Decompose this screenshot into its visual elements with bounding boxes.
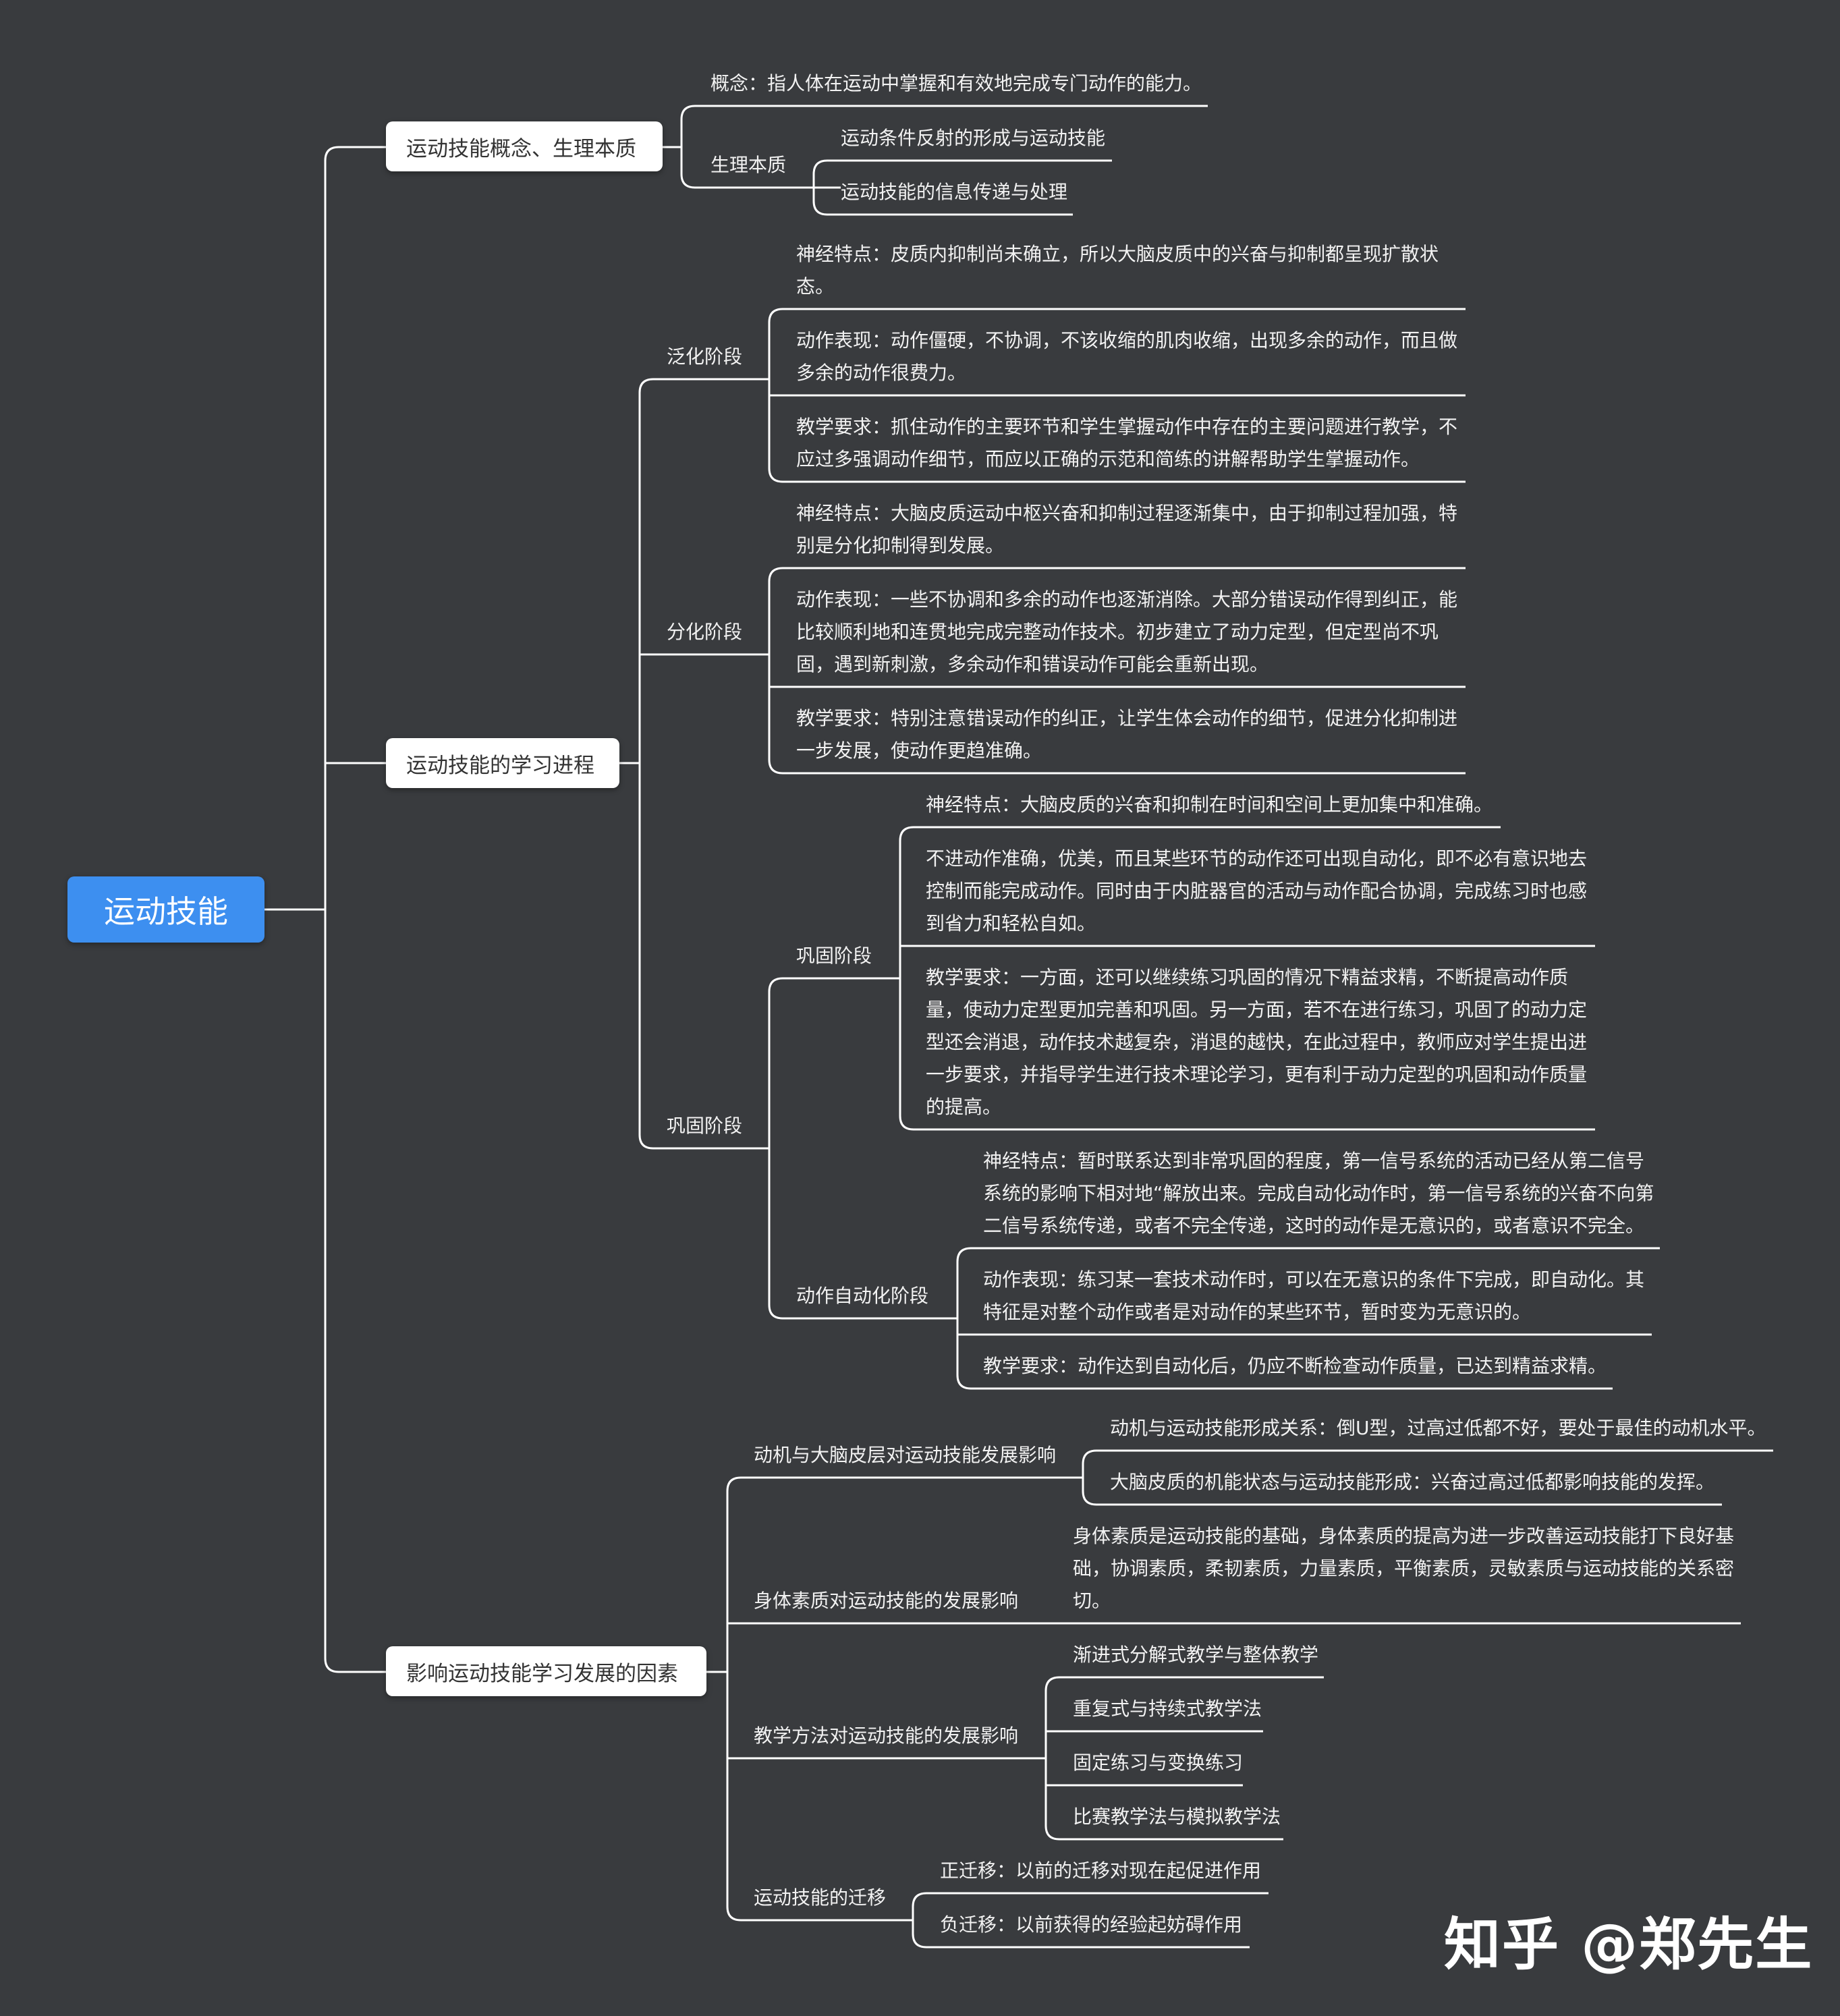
physical-text: 身体素质是运动技能的基础，身体素质的提高为进一步改善运动技能打下良好基础，协调素… bbox=[1073, 1525, 1735, 1612]
root-branch bbox=[324, 146, 386, 1673]
automation-neuro-text: 神经特点：暂时联系达到非常巩固的程度，第一信号系统的活动已经从第二信号系统的影响… bbox=[983, 1150, 1654, 1237]
automation-teach-text: 教学要求：动作达到自动化后，仍应不断检查动作质量，已达到精益求精。 bbox=[983, 1355, 1607, 1377]
stage3-branch bbox=[768, 977, 796, 1320]
stage1-teach-text: 教学要求：抓住动作的主要环节和学生掌握动作中存在的主要问题进行教学，不应过多强调… bbox=[796, 416, 1458, 470]
consolidation-sub-label: 巩固阶段 bbox=[796, 945, 872, 967]
stage-generalization-label: 泛化阶段 bbox=[667, 345, 743, 368]
method-item-1: 渐进式分解式教学与整体教学 bbox=[1073, 1644, 1319, 1666]
stage1-action-text: 动作表现：动作僵硬，不协调，不该收缩的肌肉收缩，出现多余的动作，而且做多余的动作… bbox=[796, 329, 1458, 384]
zhihu-watermark: 知乎 @郑先生 bbox=[1444, 1911, 1814, 1978]
physio-item-1: 运动条件反射的形成与运动技能 bbox=[841, 127, 1106, 149]
consolidation-neuro-text: 神经特点：大脑皮质的兴奋和抑制在时间和空间上更加集中和准确。 bbox=[926, 793, 1493, 816]
method-item-4: 比赛教学法与模拟教学法 bbox=[1073, 1805, 1281, 1828]
stage-differentiation-label: 分化阶段 bbox=[667, 621, 743, 643]
motivation-item-1: 动机与运动技能形成关系：倒U型，过高过低都不好，要处于最佳的动机水平。 bbox=[1110, 1417, 1766, 1439]
factor-physical-label: 身体素质对运动技能的发展影响 bbox=[754, 1590, 1019, 1612]
stage2-neuro-text: 神经特点：大脑皮质运动中枢兴奋和抑制过程逐渐集中，由于抑制过程加强，特别是分化抑… bbox=[796, 502, 1458, 557]
physio-label: 生理本质 bbox=[710, 154, 787, 176]
transfer-item-2: 负迁移：以前获得的经验起妨碍作用 bbox=[940, 1913, 1243, 1936]
transfer-item-1: 正迁移：以前的迁移对现在起促进作用 bbox=[940, 1859, 1262, 1882]
stage2-action-text: 动作表现：一些不协调和多余的动作也逐渐消除。大部分错误动作得到纠正，能比较顺利地… bbox=[796, 588, 1458, 675]
sub1-branch bbox=[899, 826, 926, 1131]
f1-branch bbox=[1082, 1449, 1110, 1506]
stage2-teach-text: 教学要求：特别注意错误动作的纠正，让学生体会动作的细节，促进分化抑制进一步发展，… bbox=[796, 707, 1458, 762]
sec1-branch bbox=[680, 105, 841, 189]
factor-method-label: 教学方法对运动技能的发展影响 bbox=[754, 1725, 1019, 1747]
stage-consolidation-label: 巩固阶段 bbox=[667, 1115, 743, 1137]
factor-transfer-label: 运动技能的迁移 bbox=[754, 1886, 887, 1909]
factor-motivation-label: 动机与大脑皮层对运动技能发展影响 bbox=[754, 1444, 1057, 1466]
stage1-neuro-text: 神经特点：皮质内抑制尚未确立，所以大脑皮质中的兴奋与抑制都呈现扩散状态。 bbox=[796, 243, 1439, 298]
automation-action-text: 动作表现：练习某一套技术动作时，可以在无意识的条件下完成，即自动化。其特征是对整… bbox=[983, 1268, 1645, 1323]
f3-branch bbox=[1044, 1676, 1073, 1841]
motivation-item-2: 大脑皮质的机能状态与运动技能形成：兴奋过高过低都影响技能的发挥。 bbox=[1110, 1471, 1715, 1493]
section-concept-node[interactable]: 运动技能概念、生理本质 bbox=[386, 121, 663, 171]
physio-item-2: 运动技能的信息传递与处理 bbox=[841, 181, 1068, 203]
stage2-branch bbox=[768, 567, 796, 775]
method-item-2: 重复式与持续式教学法 bbox=[1073, 1698, 1262, 1720]
sub2-branch bbox=[956, 1247, 983, 1390]
sec2-branch bbox=[638, 378, 667, 1150]
automation-sub-label: 动作自动化阶段 bbox=[796, 1285, 929, 1307]
physio-branch bbox=[812, 159, 841, 216]
concept-text: 概念：指人体在运动中掌握和有效地完成专门动作的能力。 bbox=[710, 72, 1202, 94]
section-learning-node[interactable]: 运动技能的学习进程 bbox=[386, 738, 619, 788]
section-factors-node[interactable]: 影响运动技能学习发展的因素 bbox=[386, 1646, 706, 1696]
consolidation-teach-text: 教学要求：一方面，还可以继续练习巩固的情况下精益求精，不断提高动作质量，使动力定… bbox=[926, 966, 1588, 1118]
sec3-branch bbox=[726, 1476, 754, 1922]
consolidation-action-text: 不进动作准确，优美，而且某些环节的动作还可出现自动化，即不必有意识地去控制而能完… bbox=[926, 847, 1588, 934]
root-node[interactable]: 运动技能 bbox=[67, 876, 264, 943]
method-item-3: 固定练习与变换练习 bbox=[1073, 1752, 1244, 1774]
f4-branch bbox=[912, 1892, 940, 1949]
